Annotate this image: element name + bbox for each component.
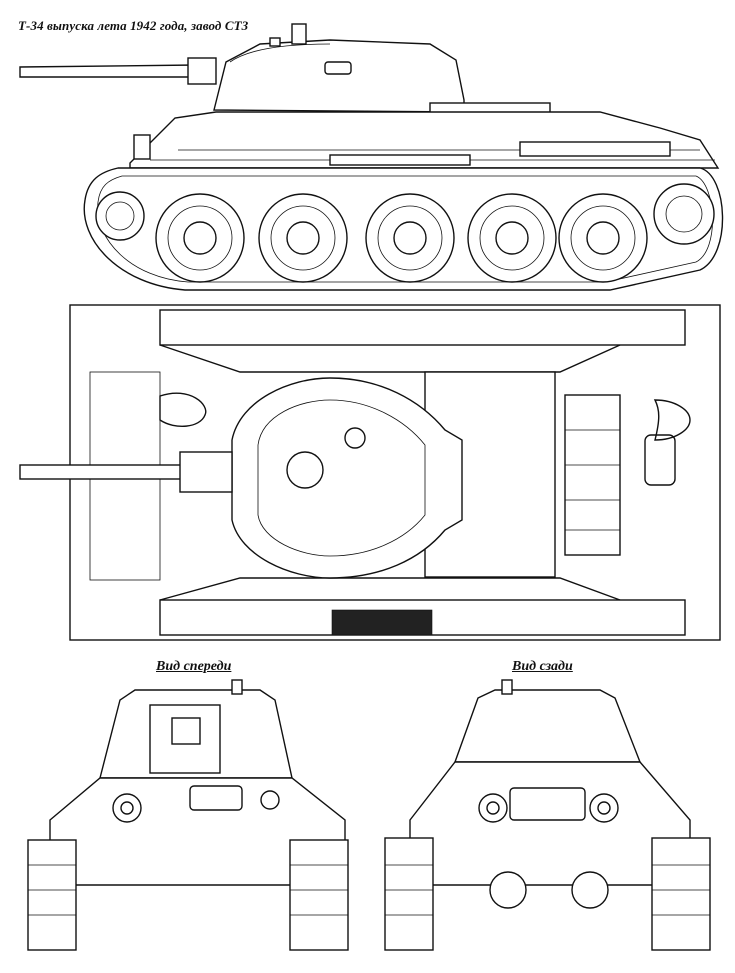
- rear-track-right: [651, 837, 711, 951]
- rear-turret: [454, 689, 642, 763]
- drawing-title: Т-34 выпуска лета 1942 года, завод СТЗ: [18, 18, 249, 33]
- rear-hull: [409, 761, 691, 886]
- rear-view: [384, 679, 711, 951]
- side-view: [19, 23, 724, 291]
- side-road-wheels: [95, 183, 715, 283]
- side-turret: [213, 39, 465, 113]
- rear-track-left: [384, 837, 434, 951]
- side-gun-barrel: [19, 64, 197, 78]
- front-track-right: [289, 839, 349, 951]
- top-engine-grille: [564, 394, 621, 556]
- top-view: [19, 304, 721, 641]
- front-track-left: [27, 839, 77, 951]
- front-view: [27, 679, 349, 951]
- front-view-caption: Вид спереди: [156, 659, 232, 674]
- side-gun-mantlet: [187, 57, 217, 85]
- rear-view-caption: Вид сзади: [512, 659, 573, 674]
- top-turret: [231, 377, 463, 579]
